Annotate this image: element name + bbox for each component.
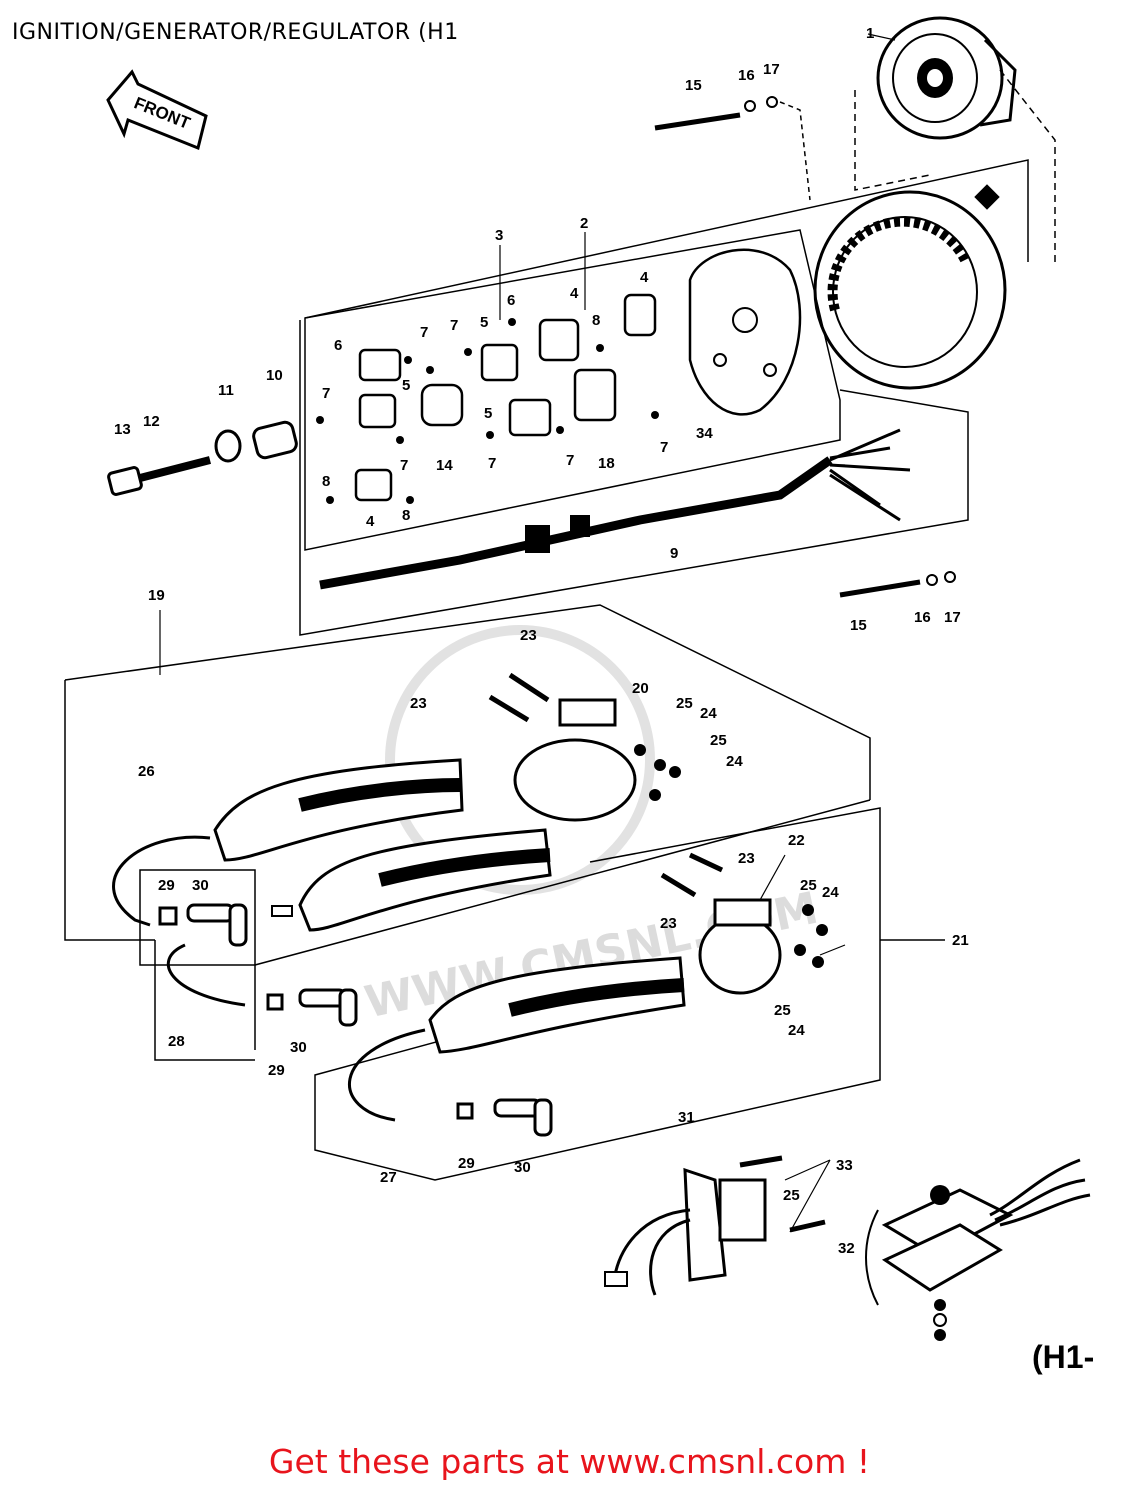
callout-30b: 30: [290, 1039, 307, 1056]
callout-7a: 7: [420, 324, 428, 341]
base-plate: [688, 248, 802, 416]
callout-17b: 17: [944, 609, 961, 626]
callout-33: 33: [836, 1157, 853, 1174]
wire-harness: [319, 428, 911, 590]
callout-27: 27: [380, 1169, 397, 1186]
callout-8b: 8: [322, 473, 330, 490]
callout-7c: 7: [322, 385, 330, 402]
callout-8c: 8: [402, 507, 410, 524]
callout-30a: 30: [192, 877, 209, 894]
callout-4b: 4: [570, 285, 579, 302]
callout-17a: 17: [763, 61, 780, 78]
callout-23b: 23: [410, 695, 427, 712]
callout-12: 12: [143, 413, 160, 430]
callout-23a: 23: [520, 627, 537, 644]
callout-14: 14: [436, 457, 453, 474]
callout-13: 13: [114, 421, 131, 438]
callout-7b: 7: [450, 317, 458, 334]
callout-16b: 16: [914, 609, 931, 626]
front-arrow: FRONT: [106, 69, 208, 151]
callout-20: 20: [632, 680, 649, 697]
timing-bolt-assembly: [107, 420, 298, 496]
callout-25a: 25: [676, 695, 693, 712]
plug-caps: [158, 903, 553, 1137]
callout-25d: 25: [774, 1002, 791, 1019]
coil-clamp-1: [513, 698, 637, 822]
callout-7f: 7: [566, 452, 574, 469]
callout-15a: 15: [685, 77, 702, 94]
callout-21: 21: [952, 932, 969, 949]
callout-25e: 25: [783, 1187, 800, 1204]
callout-19: 19: [148, 587, 165, 604]
ignition-coil-1: [112, 758, 464, 927]
callout-6a: 6: [334, 337, 342, 354]
callout-4a: 4: [640, 269, 649, 286]
callout-8a: 8: [592, 312, 600, 329]
callout-24b: 24: [726, 753, 743, 770]
callout-5a: 5: [480, 314, 488, 331]
callout-labels: 1 2 3 4 4 4 5 5 5 6 6 7 7 7 7 7 7 7 8 8 …: [114, 25, 969, 1257]
callout-29b: 29: [268, 1062, 285, 1079]
callout-23d: 23: [660, 915, 677, 932]
callout-26: 26: [138, 763, 155, 780]
callout-34: 34: [696, 425, 713, 442]
callout-10: 10: [266, 367, 283, 384]
callout-2: 2: [580, 215, 588, 232]
callout-7e: 7: [488, 455, 496, 472]
callout-5c: 5: [484, 405, 492, 422]
callout-29a: 29: [158, 877, 175, 894]
callout-32: 32: [838, 1240, 855, 1257]
callout-7g: 7: [660, 439, 668, 456]
callout-9: 9: [670, 545, 678, 562]
callout-1: 1: [866, 25, 874, 42]
callout-5b: 5: [402, 377, 410, 394]
stator-housing: [813, 184, 1007, 390]
rotor-part: [876, 16, 1017, 140]
callout-23c: 23: [738, 850, 755, 867]
model-tag: (H1-: [1032, 1339, 1094, 1375]
callout-24c: 24: [822, 884, 839, 901]
callout-7d: 7: [400, 457, 408, 474]
callout-6b: 6: [507, 292, 515, 309]
callout-4c: 4: [366, 513, 375, 530]
regulator: [604, 1155, 826, 1296]
callout-24a: 24: [700, 705, 717, 722]
callout-31: 31: [678, 1109, 695, 1126]
callout-30c: 30: [514, 1159, 531, 1176]
callout-3: 3: [495, 227, 503, 244]
ignition-coil-2: [271, 828, 552, 932]
callout-25b: 25: [710, 732, 727, 749]
page-title: IGNITION/GENERATOR/REGULATOR (H1: [12, 20, 459, 45]
footer-link[interactable]: Get these parts at www.cmsnl.com !: [268, 1442, 871, 1481]
callout-16a: 16: [738, 67, 755, 84]
ignition-coil-3: [348, 956, 686, 1122]
contact-breakers: [354, 293, 657, 502]
callout-11: 11: [218, 382, 234, 399]
callout-25c: 25: [800, 877, 817, 894]
coil-clamp-2: [698, 898, 782, 995]
callout-18: 18: [598, 455, 615, 472]
callout-22: 22: [788, 832, 805, 849]
rectifier: [865, 1158, 1091, 1341]
callout-15b: 15: [850, 617, 867, 634]
callout-28: 28: [168, 1033, 185, 1050]
callout-24d: 24: [788, 1022, 805, 1039]
callout-29c: 29: [458, 1155, 475, 1172]
